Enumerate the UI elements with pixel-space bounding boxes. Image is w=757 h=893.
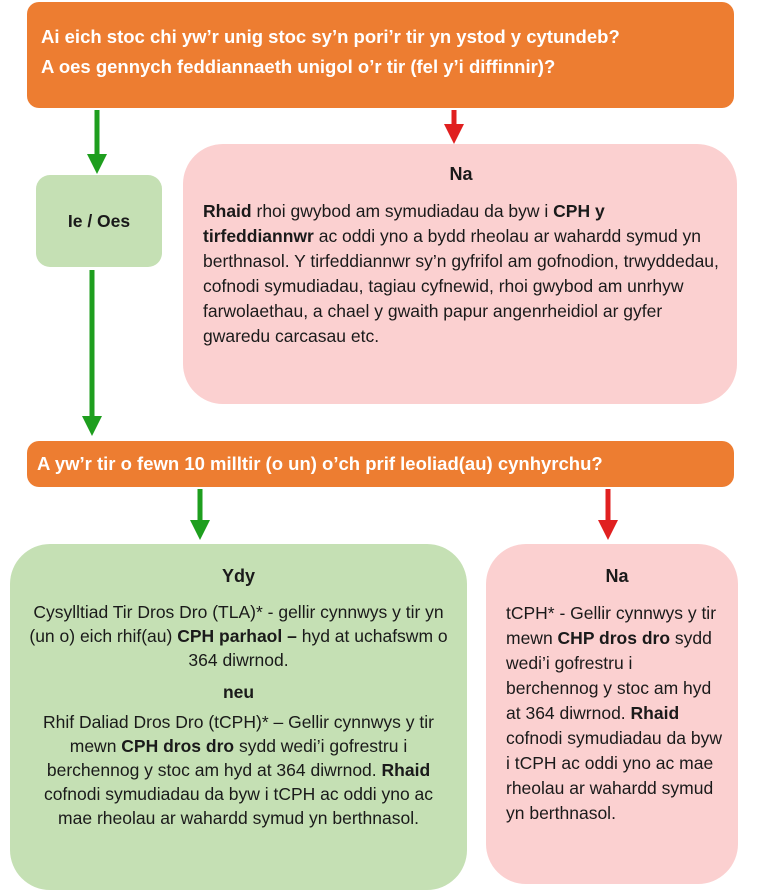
text-span: rhoi gwybod am symudiadau da byw i <box>251 201 554 221</box>
text-span: hyd at uchafswm o 364 diwrnod. <box>188 626 448 670</box>
question1-line1: Ai eich stoc chi yw’r unig stoc sy’n por… <box>41 26 620 47</box>
bold-text-span: CPH y tirfeddiannwr <box>203 201 605 246</box>
text-span: cofnodi symudiadau da byw i tCPH ac oddi… <box>43 784 434 828</box>
answer-yes2-tcph-text: Rhif Daliad Dros Dro (tCPH)* – Gellir cy… <box>26 710 451 830</box>
bold-text-span: Rhaid <box>203 201 252 221</box>
question2-box: A yw’r tir o fewn 10 milltir (o un) o’ch… <box>27 441 734 487</box>
text-span: ac oddi yno a bydd rheolau ar wahardd sy… <box>203 226 719 346</box>
answer-yes1-box: Ie / Oes <box>36 175 162 267</box>
answer-no2-heading: Na <box>605 566 629 586</box>
text-span: Rhif Daliad Dros Dro (tCPH)* – Gellir cy… <box>43 712 434 756</box>
text-span: tCPH* - Gellir cynnwys y tir mewn <box>506 603 717 648</box>
question1-line2: A oes gennych feddiannaeth unigol o’r ti… <box>41 56 556 77</box>
bold-text-span: CHP dros dro <box>557 628 671 648</box>
bold-text-span: CPH parhaol – <box>177 626 297 646</box>
question2-text: A yw’r tir o fewn 10 milltir (o un) o’ch… <box>37 453 603 474</box>
answer-no1-text: Rhaid rhoi gwybod am symudiadau da byw i… <box>203 199 719 349</box>
text-span: Cysylltiad Tir Dros Dro (TLA)* - gellir … <box>29 602 444 646</box>
answer-yes2-box: Ydy Cysylltiad Tir Dros Dro (TLA)* - gel… <box>10 544 467 890</box>
text-span: cofnodi symudiadau da byw i tCPH ac oddi… <box>506 728 722 823</box>
question1-box: Ai eich stoc chi yw’r unig stoc sy’n por… <box>27 2 734 108</box>
answer-yes2-heading: Ydy <box>221 566 255 586</box>
text-span: sydd wedi’i gofrestru i berchennog y sto… <box>506 628 712 723</box>
answer-no1-box: Na Rhaid rhoi gwybod am symudiadau da by… <box>183 144 737 404</box>
bold-text-span: Rhaid <box>381 760 431 780</box>
answer-yes2-separator: neu <box>222 682 255 702</box>
answer-yes1-label: Ie / Oes <box>67 210 131 231</box>
bold-text-span: CPH dros dro <box>121 736 235 756</box>
answer-yes2-tla-text: Cysylltiad Tir Dros Dro (TLA)* - gellir … <box>26 600 451 672</box>
answer-no2-text: tCPH* - Gellir cynnwys y tir mewn CHP dr… <box>506 601 728 826</box>
text-span: sydd wedi’i gofrestru i berchennog y sto… <box>46 736 408 780</box>
answer-no1-heading: Na <box>449 164 473 184</box>
bold-text-span: Rhaid <box>630 703 680 723</box>
answer-no2-box: Na tCPH* - Gellir cynnwys y tir mewn CHP… <box>486 544 738 884</box>
